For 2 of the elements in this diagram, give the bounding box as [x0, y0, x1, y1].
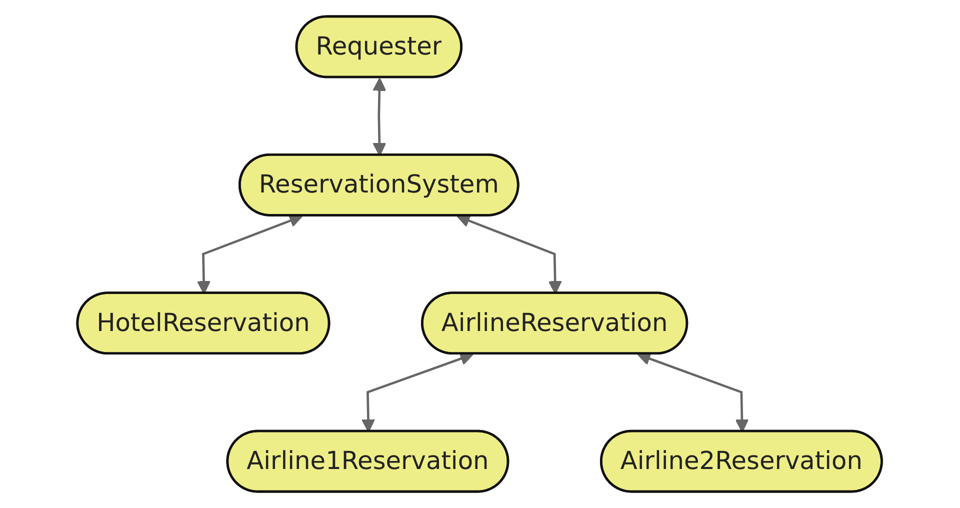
arrow [638, 352, 750, 432]
arrow [362, 352, 474, 432]
